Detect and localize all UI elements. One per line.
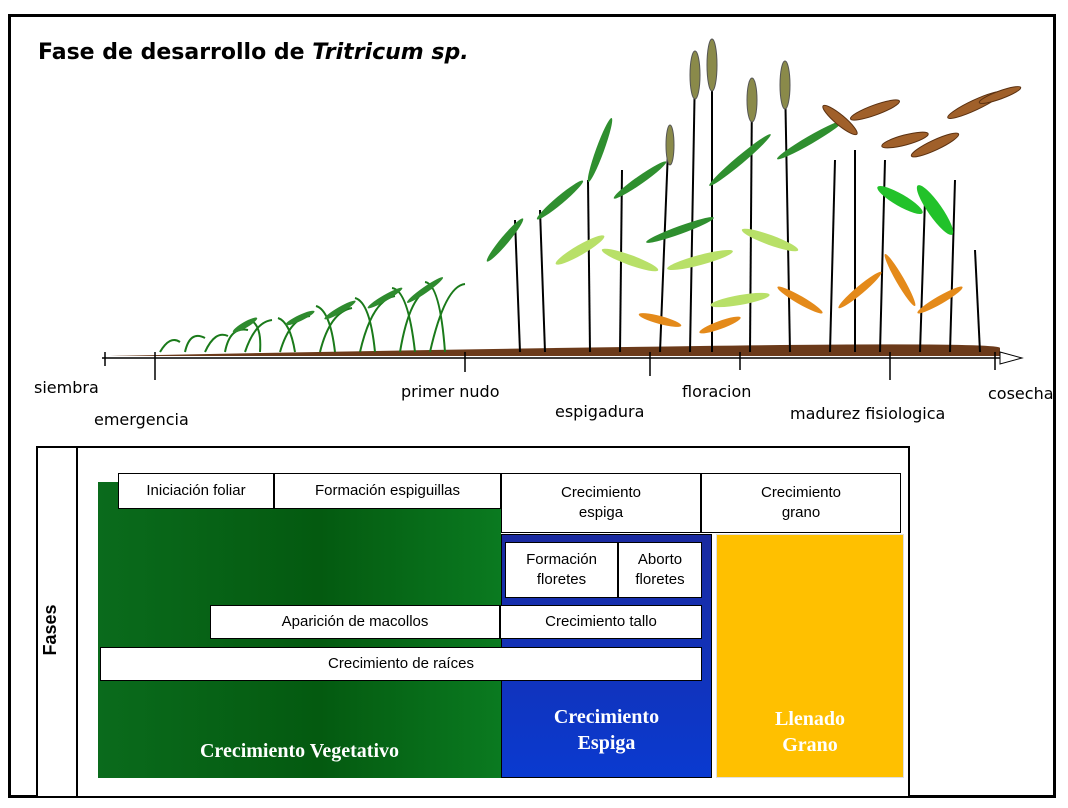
senescent-leaves	[638, 253, 963, 334]
label-llenado-grano: Llenado Grano	[774, 708, 846, 756]
green-leaves	[486, 118, 954, 262]
seedling-leaves	[232, 277, 444, 333]
label-crecimiento-vegetativo: Crecimiento Vegetativo	[199, 740, 400, 762]
cell-formacion-floretes: Formación floretes	[505, 542, 618, 598]
tall-plants-stems	[514, 60, 981, 353]
stage-primer-nudo: primer nudo	[401, 382, 500, 401]
timeline-ticks	[104, 352, 996, 380]
cell-crecimiento-grano: Crecimiento grano	[701, 473, 901, 533]
plant-growth-illustration	[102, 38, 1024, 380]
figure-title: Fase de desarrollo de Tritricum sp.	[38, 40, 469, 65]
cell-iniciacion-foliar: Iniciación foliar	[118, 473, 274, 509]
cell-crecimiento-tallo: Crecimiento tallo	[500, 605, 702, 639]
stage-siembra: siembra	[34, 378, 99, 397]
cell-aparicion-macollos: Aparición de macollos	[210, 605, 500, 639]
stage-espigadura: espigadura	[555, 402, 645, 421]
mature-spikes	[822, 86, 1022, 158]
stage-madurez: madurez fisiologica	[790, 404, 946, 423]
stage-cosecha: cosecha	[988, 384, 1054, 403]
light-green-leaves	[555, 228, 799, 308]
soil-strip	[110, 344, 1000, 356]
fases-label: Fases	[40, 604, 60, 656]
cell-aborto-floretes: Aborto floretes	[618, 542, 702, 598]
cell-crecimiento-espiga: Crecimiento espiga	[501, 473, 701, 533]
cell-formacion-espiguillas: Formación espiguillas	[274, 473, 501, 509]
stage-floracion: floracion	[682, 382, 752, 401]
wheat-spikes	[665, 38, 791, 166]
seedlings	[159, 281, 466, 353]
grain-block	[716, 534, 904, 778]
stage-emergencia: emergencia	[94, 410, 189, 429]
timeline-arrowhead	[999, 351, 1024, 365]
fases-separator	[76, 446, 78, 798]
cell-crecimiento-raices: Crecimiento de raíces	[100, 647, 702, 681]
label-crecimiento-espiga: Crecimiento Espiga	[553, 706, 660, 754]
